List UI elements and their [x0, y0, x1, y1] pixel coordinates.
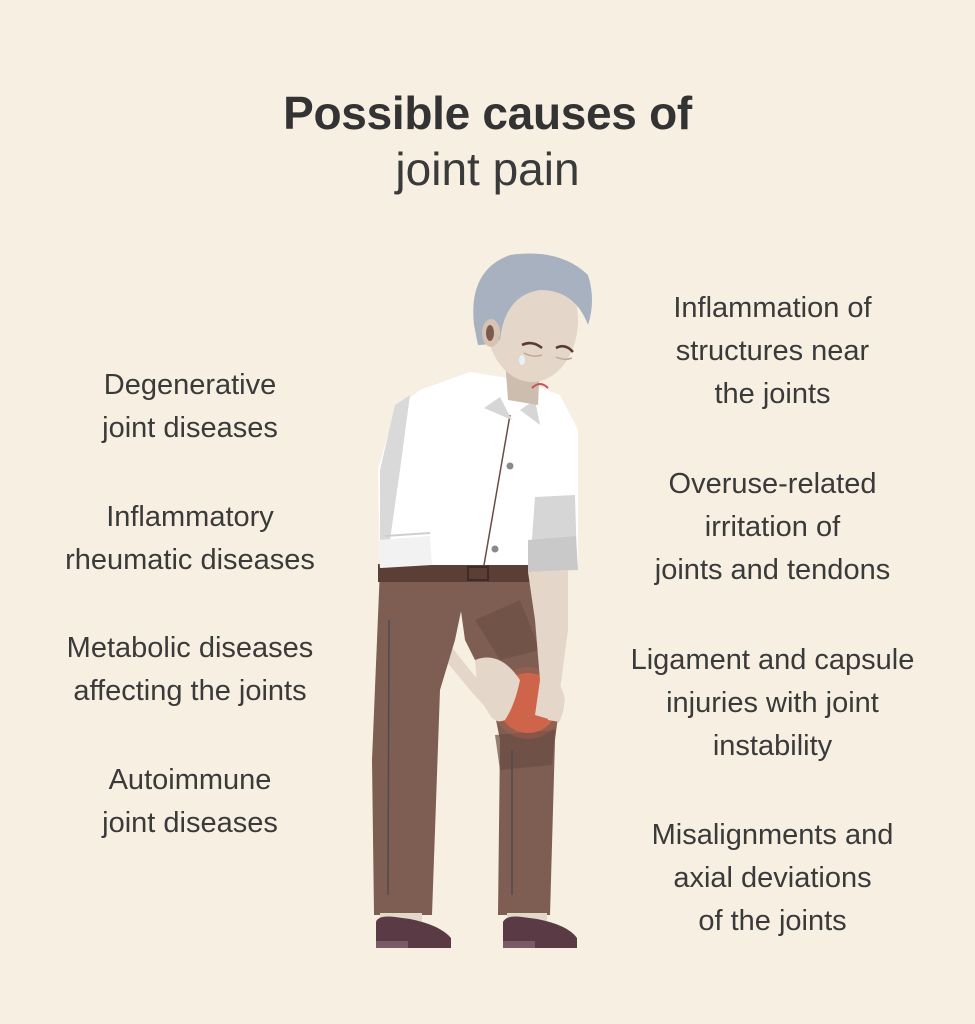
cause-misalignments: Misalignments and axial deviations of th…: [651, 819, 894, 937]
shirt-icon: [378, 372, 578, 572]
title-line-2: joint pain: [395, 143, 580, 195]
trousers-icon: [372, 568, 560, 915]
shoes-icon: [376, 916, 577, 948]
cause-inflammation-near-joints: Inflammation of structures near the join…: [673, 292, 872, 410]
cause-metabolic: Metabolic diseases affecting the joints: [66, 632, 314, 707]
head-icon: [473, 253, 592, 389]
cause-autoimmune: Autoimmune joint diseases: [102, 764, 278, 839]
belt-icon: [378, 564, 530, 582]
cause-inflammatory-rheumatic: Inflammatory rheumatic diseases: [65, 501, 315, 576]
elderly-man-illustration: [355, 245, 605, 960]
cause-degenerative: Degenerative joint diseases: [102, 369, 278, 444]
right-hand-icon: [528, 570, 568, 722]
tear-icon: [519, 355, 525, 365]
left-hand-icon: [475, 657, 520, 722]
cause-overuse-irritation: Overuse-related irritation of joints and…: [654, 468, 891, 586]
cause-ligament-capsule-injuries: Ligament and capsule injuries with joint…: [630, 644, 915, 762]
title-line-1: Possible causes of: [283, 87, 692, 139]
infographic-title: Possible causes of joint pain: [0, 86, 975, 198]
